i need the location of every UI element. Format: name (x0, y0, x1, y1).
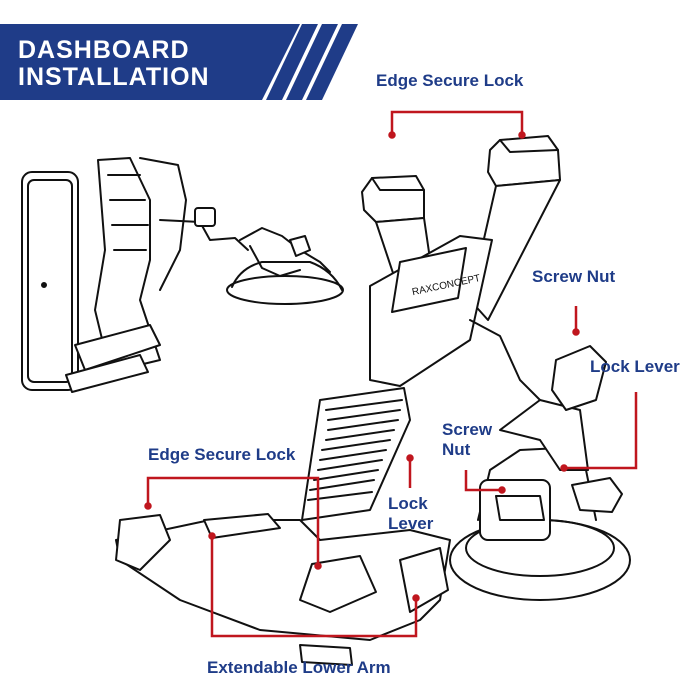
label-screw-nut-center-line1: Screw (442, 420, 493, 439)
label-screw-nut-center-line2: Nut (442, 440, 471, 459)
label-lock-lever-center-line2: Lever (388, 514, 434, 533)
label-lock-lever-center-line1: Lock (388, 494, 428, 513)
header-banner: DASHBOARD INSTALLATION (0, 0, 360, 102)
label-edge-secure-lock-left: Edge Secure Lock (148, 445, 296, 464)
side-view-mount-illustration (21, 157, 344, 393)
label-edge-secure-lock-top: Edge Secure Lock (376, 71, 524, 90)
label-screw-nut-right: Screw Nut (532, 267, 616, 286)
label-lock-lever-right: Lock Lever (590, 357, 680, 376)
banner-background (0, 24, 358, 100)
banner-title-line1: DASHBOARD (18, 36, 190, 64)
banner-title-line2: INSTALLATION (18, 63, 210, 91)
label-extendable-lower-arm: Extendable Lower Arm (207, 658, 391, 677)
